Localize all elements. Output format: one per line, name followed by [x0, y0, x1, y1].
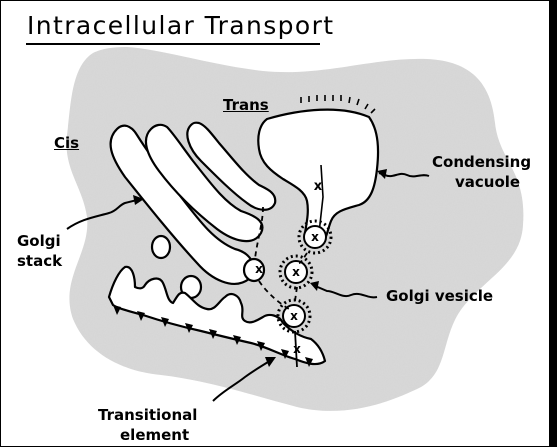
- cargo-marker: x: [311, 230, 319, 244]
- label-condensing-vacuole-line1: Condensing: [432, 153, 531, 171]
- label-golgi-stack-line2: stack: [17, 252, 62, 270]
- label-golgi-stack-line1: Golgi: [17, 232, 61, 250]
- cargo-marker: x: [314, 179, 323, 194]
- label-golgi-vesicle: Golgi vesicle: [386, 287, 493, 305]
- cargo-marker: x: [292, 265, 300, 279]
- golgi-vesicle-small: [152, 236, 170, 258]
- label-transitional-element-line1: Transitional: [98, 406, 197, 424]
- label-transitional-element-line2: element: [120, 426, 189, 444]
- cargo-marker: x: [255, 262, 263, 276]
- label-trans: Trans: [223, 96, 269, 114]
- label-condensing-vacuole-line2: vacuole: [455, 173, 520, 191]
- cargo-marker: x: [290, 309, 298, 323]
- label-cis: Cis: [54, 134, 79, 152]
